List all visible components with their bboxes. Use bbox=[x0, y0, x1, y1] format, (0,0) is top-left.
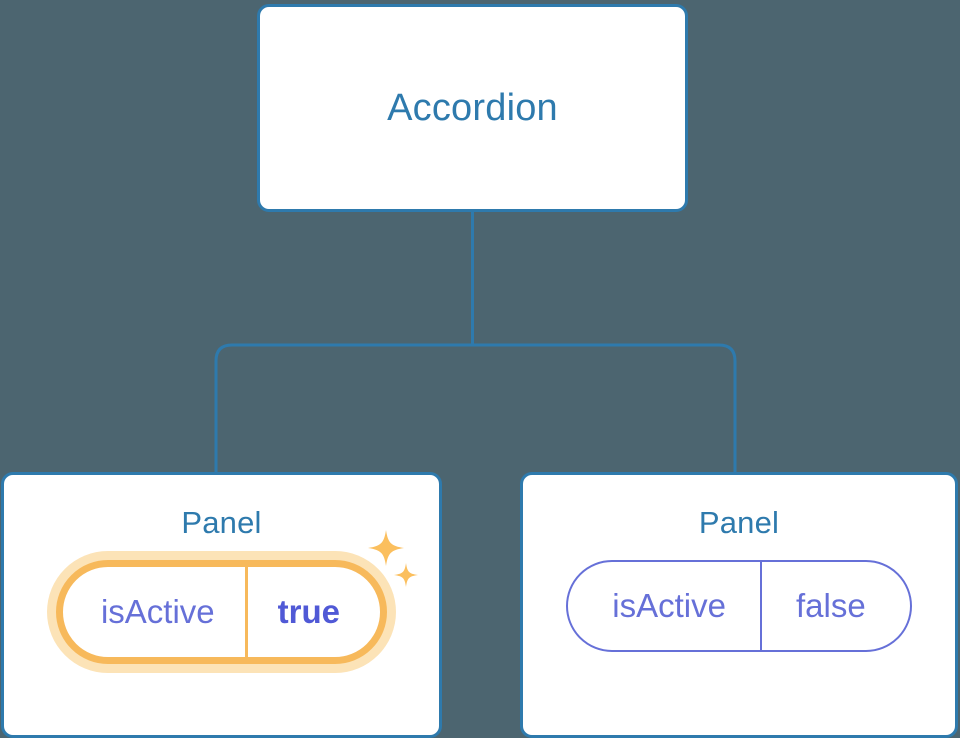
sparkle-large-icon bbox=[368, 530, 405, 566]
prop-value-label: true bbox=[277, 593, 341, 630]
node-accordion[interactable]: Accordion bbox=[257, 4, 688, 212]
prop-value-cell: false bbox=[759, 562, 910, 650]
prop-pill-active-wrapper: isActive true bbox=[55, 530, 419, 664]
node-panel-active[interactable]: Panel isActive true bbox=[1, 472, 442, 738]
prop-pill-is-active-true[interactable]: isActive true bbox=[55, 560, 388, 664]
prop-key-label: isActive bbox=[612, 587, 726, 624]
node-panel-inactive[interactable]: Panel isActive false bbox=[520, 472, 958, 738]
prop-pill-inactive-wrapper: isActive false bbox=[566, 560, 912, 652]
prop-pill-is-active-false[interactable]: isActive false bbox=[566, 560, 912, 652]
prop-key-cell: isActive bbox=[568, 562, 760, 650]
prop-value-cell: true bbox=[244, 567, 380, 657]
prop-key-label: isActive bbox=[100, 593, 215, 630]
node-panel-inactive-title: Panel bbox=[698, 505, 780, 540]
prop-key-cell: isActive bbox=[63, 567, 245, 657]
connector-branch-right bbox=[472, 343, 737, 472]
prop-value-label: false bbox=[795, 587, 866, 624]
connector-branch-left bbox=[214, 343, 473, 472]
sparkle-small-icon bbox=[394, 563, 419, 587]
node-panel-active-title: Panel bbox=[181, 505, 262, 540]
node-accordion-title: Accordion bbox=[387, 86, 558, 129]
